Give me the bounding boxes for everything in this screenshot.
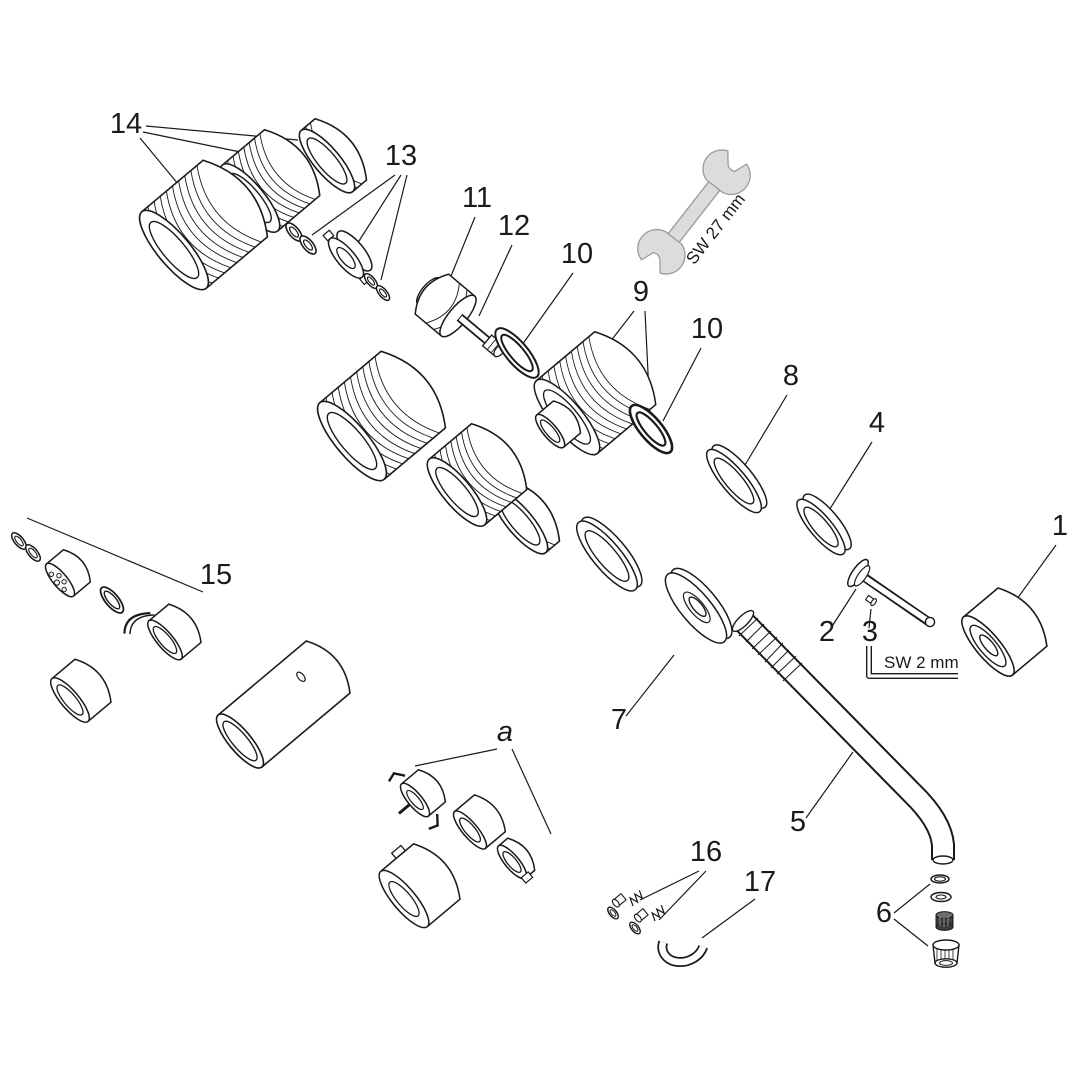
part-16-hardware-set	[607, 890, 666, 935]
spindle	[458, 315, 490, 344]
part-17-clip	[657, 940, 708, 968]
label-15: 15	[200, 559, 232, 591]
plug-with-holes	[40, 544, 97, 602]
part-14-sleeve-set	[128, 109, 378, 300]
spout-outlet	[932, 855, 954, 865]
sleeve	[49, 658, 112, 723]
label-17: 17	[744, 866, 776, 898]
part-labels: 14 13 11 12 10 9 10 8 4 1 2 3 7 5 6 15 a…	[110, 108, 1068, 929]
screw	[611, 892, 627, 908]
label-10a: 10	[561, 238, 593, 270]
spout-end-face	[731, 609, 755, 633]
washer	[930, 891, 952, 903]
label-12: 12	[498, 210, 530, 242]
part-1-handle-knob	[953, 579, 1057, 684]
pin-flange-cone	[853, 565, 871, 587]
label-3: 3	[862, 616, 878, 648]
label-2: 2	[819, 616, 835, 648]
label-8: 8	[783, 360, 799, 392]
o-ring-small	[375, 284, 391, 302]
aerator-housing	[932, 939, 960, 968]
label-10b: 10	[691, 313, 723, 345]
label-9: 9	[633, 276, 649, 308]
wrench-jaw	[702, 149, 751, 196]
part-2-lever-pin	[847, 558, 936, 628]
snap-fitting	[387, 764, 452, 831]
part-10-o-ring	[628, 403, 674, 455]
part-4-ring	[796, 493, 852, 556]
aerator-insert	[935, 911, 954, 931]
spring	[629, 890, 644, 907]
o-ring-small	[10, 532, 28, 550]
part-15-group	[10, 532, 360, 775]
label-11: 11	[462, 182, 492, 214]
wrench-jaw	[637, 228, 686, 275]
sw2-label: SW 2 mm	[884, 653, 959, 672]
boss-bore	[539, 419, 561, 443]
label-7: 7	[611, 704, 627, 736]
knob-bore	[979, 634, 999, 657]
o-ring-small	[629, 921, 641, 935]
o-ring-small	[607, 906, 619, 920]
protection-tube	[208, 633, 360, 775]
sw27-label: SW 27 mm	[682, 190, 749, 268]
label-a: a	[497, 716, 513, 748]
cap	[496, 837, 536, 884]
clip-sleeve	[123, 603, 202, 661]
label-13: 13	[385, 140, 417, 172]
part-13-seal-kit	[285, 222, 391, 302]
o-ring	[99, 586, 125, 614]
o-ring	[930, 874, 950, 884]
sleeve	[452, 794, 507, 850]
wrench-sw27: SW 27 mm	[637, 149, 751, 275]
allen-key-fill	[867, 646, 958, 678]
spout-threads	[738, 617, 803, 682]
o-ring	[299, 235, 317, 255]
screw	[633, 907, 649, 923]
spring	[651, 905, 666, 922]
part-6-aerator-set	[930, 874, 960, 968]
group-a-function-unit	[371, 764, 536, 935]
cartridge-bands	[425, 283, 468, 330]
pin-flange	[847, 558, 869, 588]
label-16: 16	[690, 836, 722, 868]
spout-tube	[735, 613, 953, 860]
o-ring-small	[24, 544, 42, 562]
part-5-spout	[731, 609, 955, 865]
part-11-cartridge	[414, 273, 506, 358]
label-1: 1	[1052, 510, 1068, 542]
label-4: 4	[869, 407, 885, 439]
spacer-ring	[576, 516, 643, 592]
label-6: 6	[876, 897, 892, 929]
label-14: 14	[110, 108, 142, 140]
part-8-ring	[705, 444, 768, 514]
part-10-o-ring	[494, 327, 540, 379]
label-5: 5	[790, 806, 806, 838]
allen-key-sw2: SW 2 mm	[866, 646, 959, 679]
part-9-valve-body	[524, 321, 669, 464]
part-7-escutcheon	[664, 567, 733, 644]
part-3-set-screw	[864, 594, 878, 607]
pin	[860, 573, 930, 624]
pin-end	[924, 616, 936, 628]
bayonet-sleeve	[371, 835, 470, 935]
